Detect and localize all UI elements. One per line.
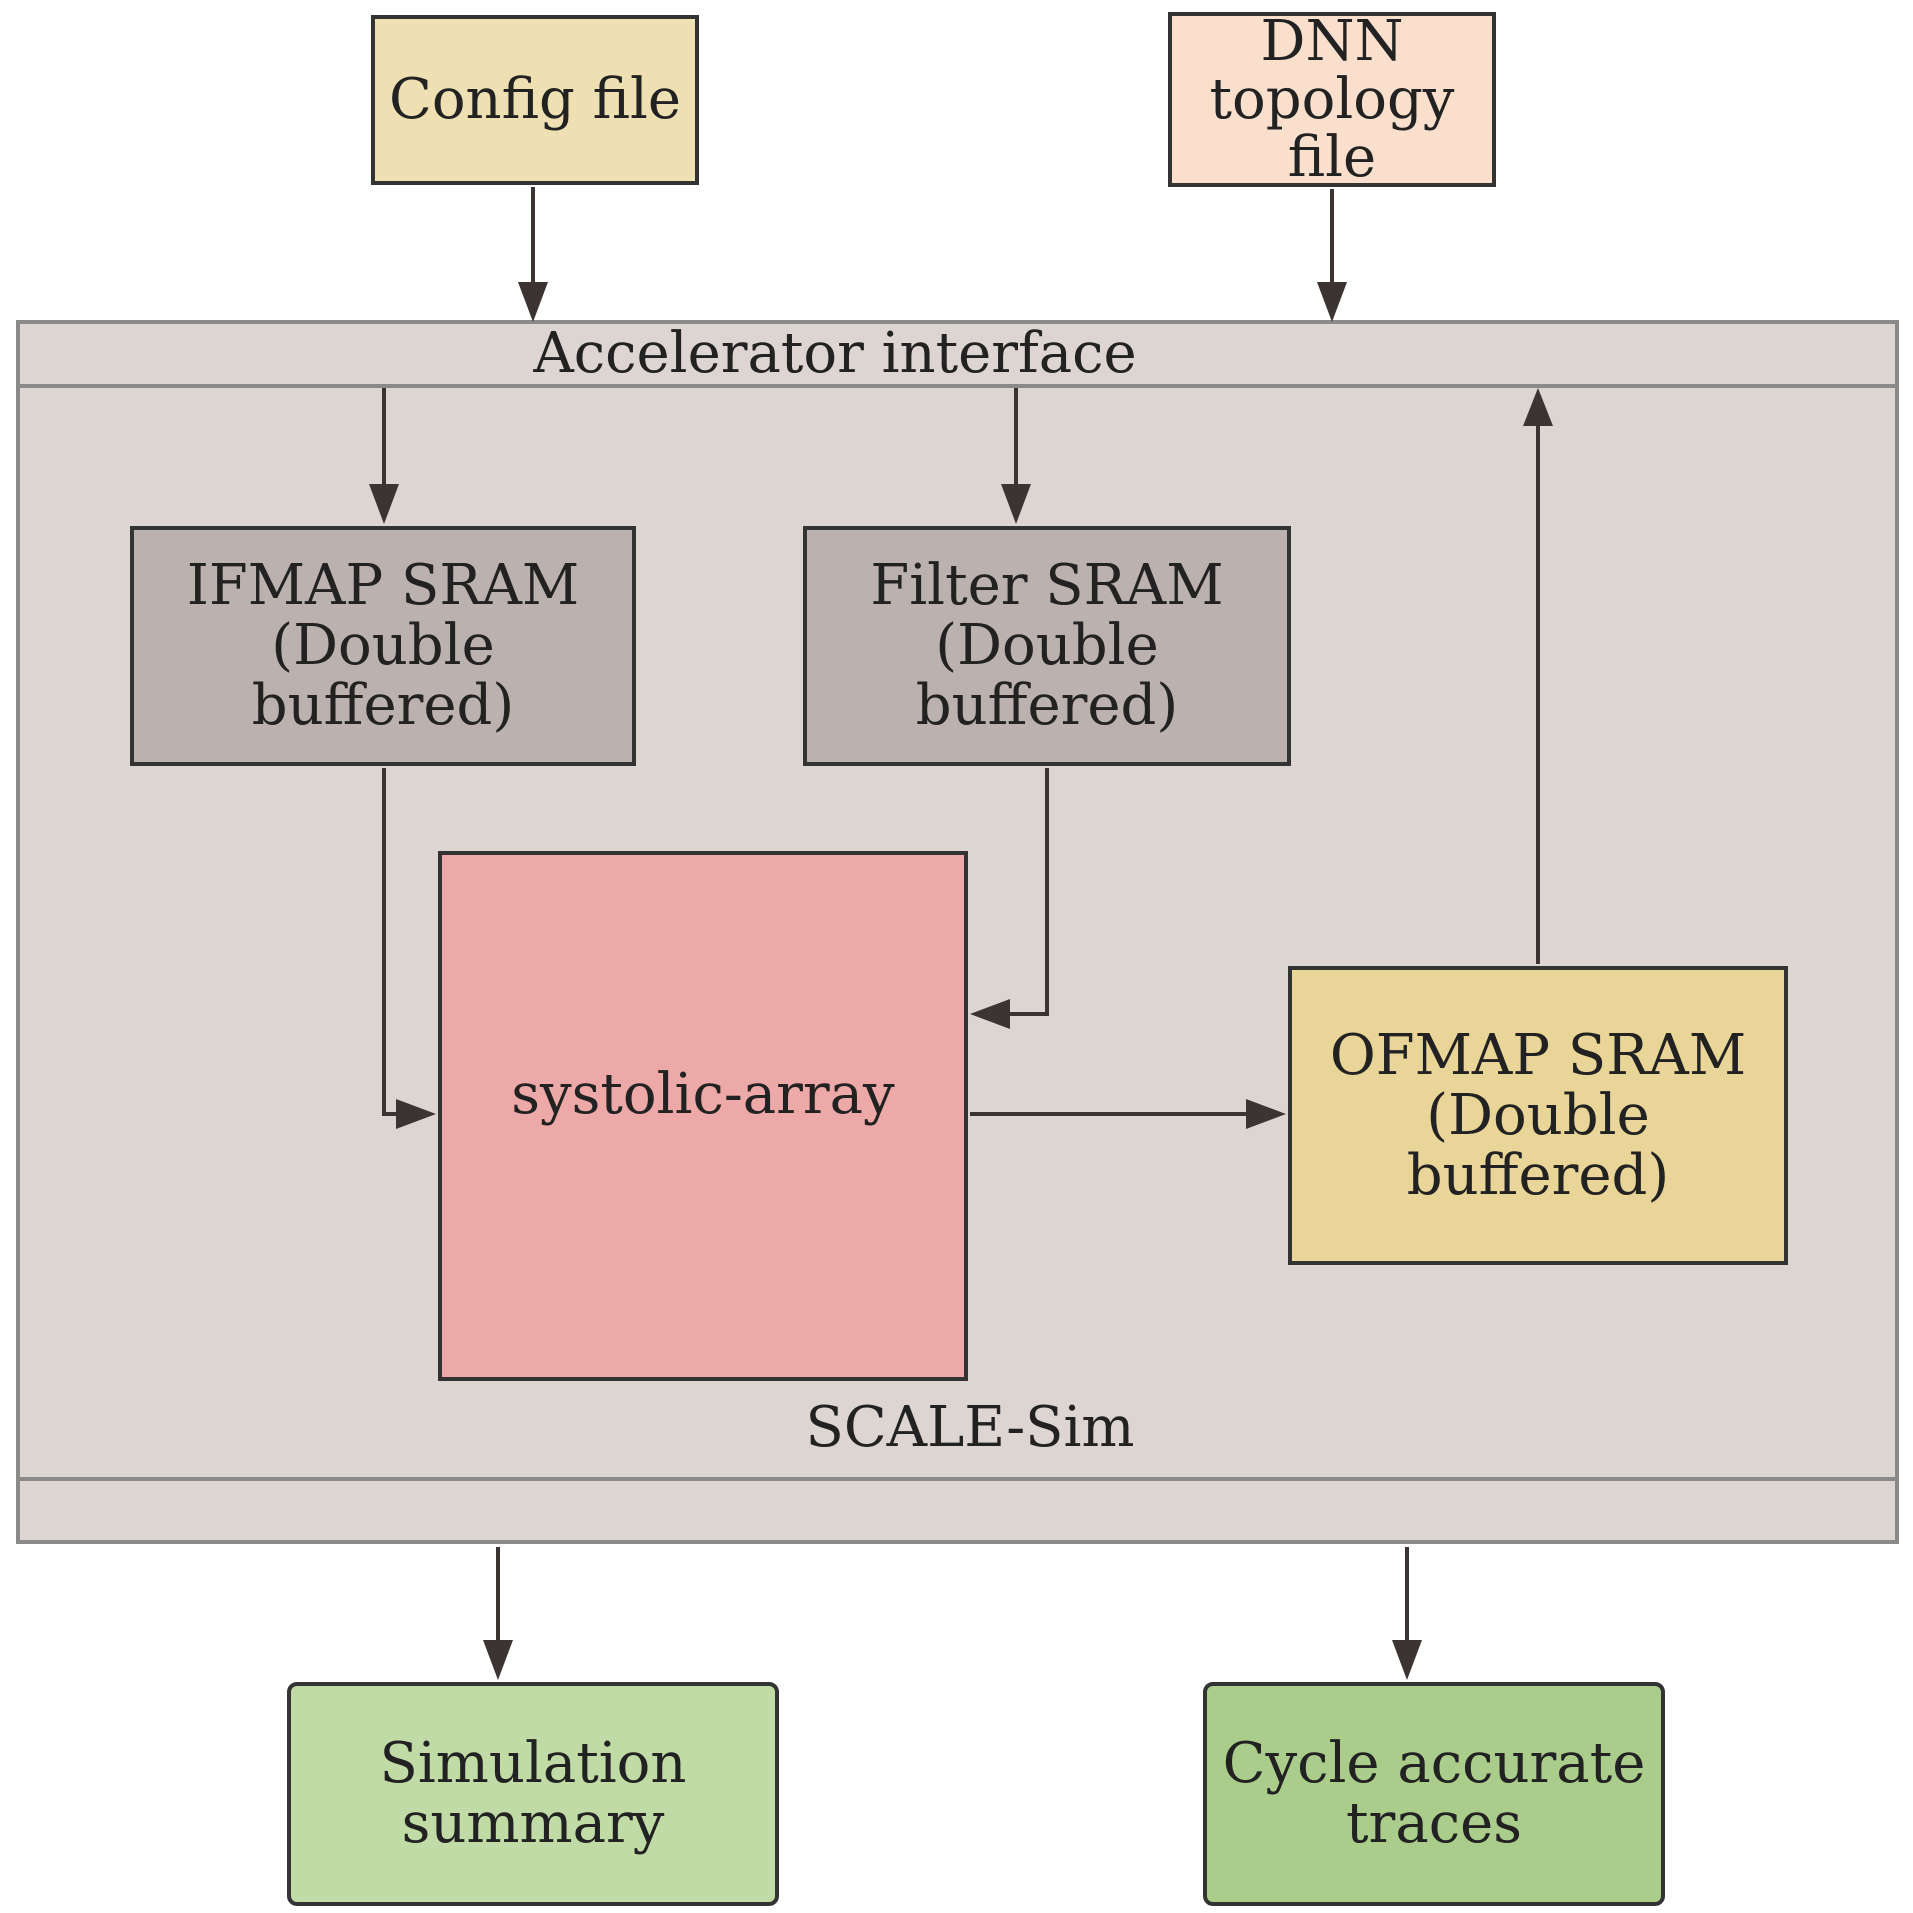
systolic-array-box: systolic-array xyxy=(438,851,968,1381)
arrow-filter-to-systolic xyxy=(986,768,1049,1016)
ofmap-sram-title: OFMAP SRAM xyxy=(1329,1022,1747,1088)
accelerator-interface-label: Accelerator interface xyxy=(533,321,1137,386)
output-divider xyxy=(16,1477,1899,1481)
arrowhead-systolic-left xyxy=(396,1099,436,1129)
ifmap-sram-box: IFMAP SRAM (Double buffered) xyxy=(130,526,636,766)
summary-line-2: summary xyxy=(401,1791,665,1856)
arrowhead-config xyxy=(518,282,548,322)
simulation-summary-box: Simulation summary xyxy=(287,1682,779,1906)
config-file-label: Config file xyxy=(388,67,682,132)
ofmap-sram-subtitle: (Double buffered) xyxy=(1406,1082,1670,1208)
ofmap-sram-box: OFMAP SRAM (Double buffered) xyxy=(1288,966,1788,1265)
arrowhead-summary xyxy=(483,1640,513,1680)
interface-divider xyxy=(16,384,1899,388)
arrowhead-ofmap xyxy=(1246,1099,1286,1129)
topology-line-3: file xyxy=(1287,124,1377,190)
arrowhead-interface-up xyxy=(1523,388,1553,426)
config-file-box: Config file xyxy=(371,15,699,185)
arrowhead-filter xyxy=(1001,484,1031,524)
arrowhead-ifmap xyxy=(369,484,399,524)
traces-line-2: traces xyxy=(1346,1791,1522,1856)
arrowhead-systolic-right xyxy=(970,999,1010,1029)
summary-line-1: Simulation xyxy=(379,1731,687,1796)
traces-line-1: Cycle accurate xyxy=(1222,1731,1646,1796)
arrowhead-topology xyxy=(1317,282,1347,322)
systolic-array-label: systolic-array xyxy=(511,1062,895,1127)
filter-sram-title: Filter SRAM xyxy=(870,553,1224,618)
ifmap-sram-subtitle: (Double buffered) xyxy=(251,613,515,738)
topology-line-1: DNN xyxy=(1260,8,1404,74)
arrow-ifmap-to-systolic xyxy=(382,768,420,1116)
filter-sram-subtitle: (Double buffered) xyxy=(915,613,1179,738)
ifmap-sram-title: IFMAP SRAM xyxy=(186,553,580,618)
dnn-topology-file-box: DNN topology file xyxy=(1168,12,1496,187)
scale-sim-label: SCALE-Sim xyxy=(805,1395,1135,1460)
topology-line-2: topology xyxy=(1209,66,1455,132)
arrowhead-traces xyxy=(1392,1640,1422,1680)
cycle-accurate-traces-box: Cycle accurate traces xyxy=(1203,1682,1665,1906)
filter-sram-box: Filter SRAM (Double buffered) xyxy=(803,526,1291,766)
